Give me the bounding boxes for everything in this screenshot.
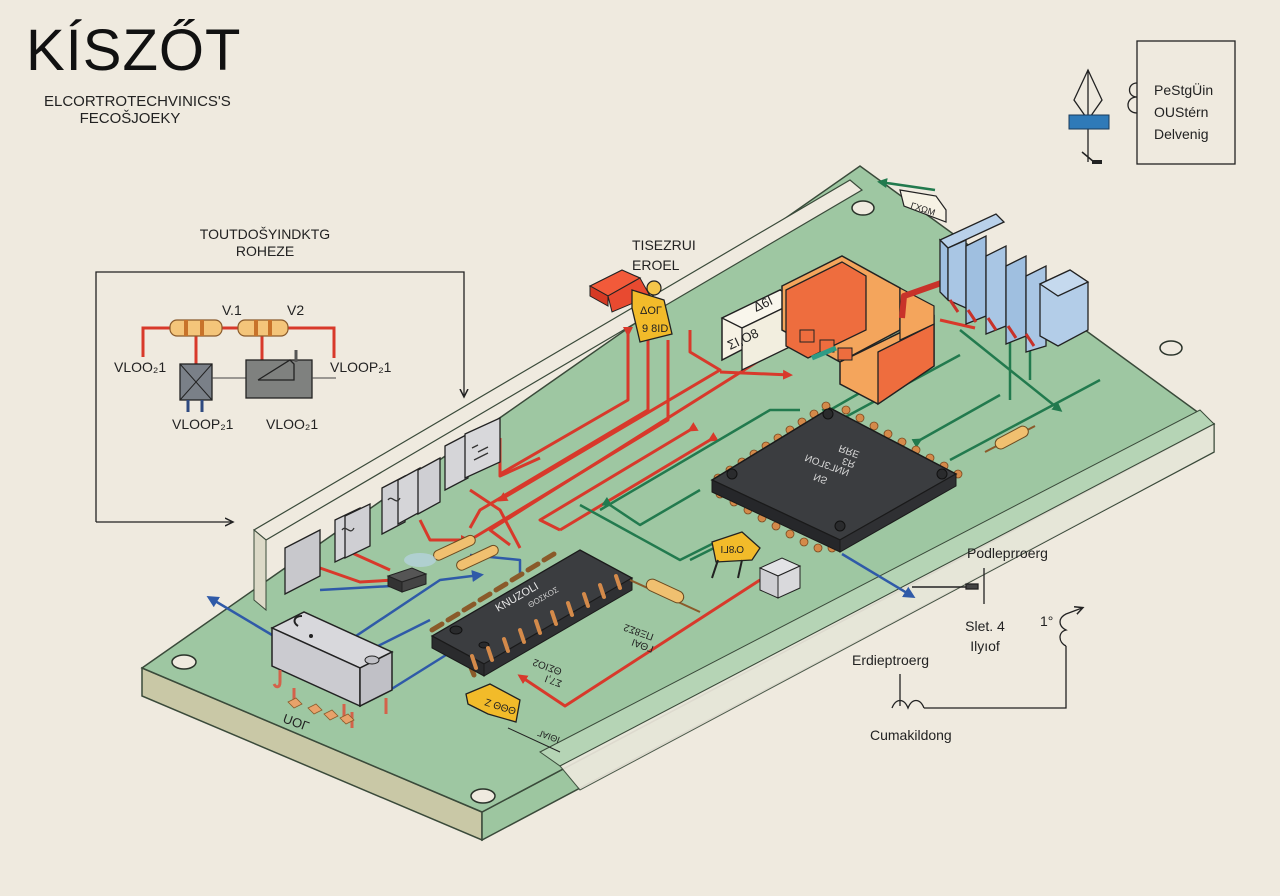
resistor-v2 (237, 319, 289, 337)
node-label: VLOOP₂1 (330, 359, 392, 375)
trace-red (517, 578, 761, 708)
node-label: VLOO₂1 (266, 416, 319, 432)
trace-red (488, 358, 761, 547)
cable-tag: ΓΧΩΜ (899, 189, 947, 223)
yellow-capacitor-1: Ο'8ΓΙ (711, 531, 761, 579)
crystal-tag-bottom: 9 8ID (642, 323, 668, 335)
trace-green (579, 503, 721, 562)
resistor-cluster (404, 534, 499, 571)
trace-green (599, 408, 800, 512)
node-label: VLOO₂1 (114, 359, 167, 375)
connector-label: TISEZRUI EROEL (632, 237, 696, 273)
inset-frame (95, 271, 464, 522)
trace-red (538, 422, 699, 532)
trace-green (877, 178, 936, 192)
svg-text:ƧИ: ƧИ (812, 470, 829, 485)
trace-green (949, 378, 1101, 462)
trace-red (469, 488, 522, 549)
mounting-hole (851, 200, 875, 216)
pad-label: Podleprroerg (967, 545, 1048, 561)
card-module (284, 528, 321, 596)
mounting-hole (1159, 340, 1183, 356)
trace-blue (349, 570, 484, 642)
legend-swatch-blue (1068, 114, 1110, 130)
trace-red (499, 327, 633, 476)
card-modules (284, 416, 501, 596)
svg-text:Ο'8ΓΙ: Ο'8ΓΙ (720, 543, 744, 554)
page-title: KÍSZŐT (26, 18, 242, 83)
heatsink-connector (938, 213, 1090, 353)
trace-blue (319, 584, 393, 592)
resistor-v2-label: V2 (287, 302, 305, 318)
inset-component-x (179, 363, 213, 412)
grey-cube (758, 557, 802, 599)
inset-schematic (141, 319, 336, 412)
resistor-v1 (169, 319, 223, 337)
switch-label: Slet. 4 Ilyıof (965, 618, 1005, 654)
resistor-v1-label: V.1 (222, 302, 242, 318)
trace-red (559, 432, 719, 532)
resistor (984, 425, 1036, 453)
legend-box (1136, 40, 1236, 165)
ground-label: Cumakildong (870, 727, 952, 743)
crystal-yellow: ΔOΓ 9 8ID (631, 280, 673, 343)
trace-red (939, 318, 976, 330)
node-label: VLOOP₂1 (172, 416, 234, 432)
coil-symbol (891, 699, 925, 710)
trace-red (497, 330, 722, 502)
mounting-hole (171, 654, 197, 670)
trace-green (601, 488, 701, 527)
probe-arrow (841, 552, 916, 599)
trace-blue (369, 618, 431, 652)
pcb-board (140, 165, 1216, 842)
legend-symbol (1068, 40, 1236, 165)
trace-blue (206, 595, 273, 637)
relay-module: UOΓ (270, 611, 394, 734)
ic-chip-dip: KNUZOLI ΘΟΣΚΟΣ (429, 549, 634, 678)
mounting-holes (171, 200, 1183, 804)
card-module (444, 432, 469, 492)
transformer-block: Δ6I ΣΙ,Ο8 (720, 255, 945, 406)
page-subtitle: ELCORTROTECHVINICS'S FECOŠJOEKY (44, 93, 231, 127)
inset-title: TOUTDOŠYINDKTG ROHEZE (199, 226, 331, 259)
red-traces (319, 318, 976, 708)
degree-label: 1° (1040, 613, 1054, 629)
svg-text:ЯЗ: ЯЗ (841, 455, 857, 470)
mounting-hole (470, 788, 496, 804)
trace-red (418, 519, 471, 545)
crystal-tag-top: ΔOΓ (640, 305, 662, 317)
legend-text: PeStgÜin OUStérn Delvenig (1154, 82, 1214, 142)
inset-component-amp (245, 350, 313, 399)
trace-red (319, 566, 395, 584)
trace-green (911, 393, 1001, 448)
ic-chip-qfp: ƎЯЯ ЯЗ ИИΓЗΓОИ ƧИ (710, 401, 963, 553)
trace-red (468, 340, 650, 529)
resistor (629, 578, 701, 613)
green-traces (579, 178, 1101, 562)
tactile-switch (386, 567, 428, 593)
relay-tag-top: Δ6I (751, 293, 775, 315)
annotation-lines (891, 568, 1082, 710)
trace-red (349, 550, 391, 572)
card-module (417, 456, 441, 516)
trace-red (719, 369, 793, 380)
coil-label: Erdieptroerg (852, 652, 930, 668)
